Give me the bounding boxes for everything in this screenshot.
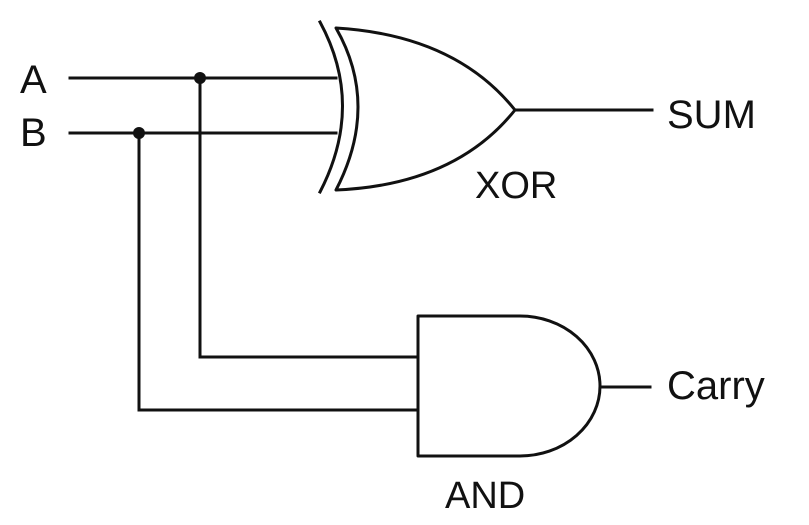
- input-a-label: A: [20, 58, 47, 102]
- and-gate-label: AND: [445, 475, 525, 517]
- xor-gate: [317, 19, 517, 195]
- xor-gate-label: XOR: [475, 165, 557, 207]
- junction-a: [194, 72, 206, 84]
- input-b-label: B: [20, 111, 47, 155]
- wire-a-to-and: [198, 76, 420, 359]
- sum-output-label: SUM: [667, 93, 756, 137]
- xor-gate-body: [334, 26, 517, 192]
- and-gate: [416, 314, 602, 458]
- carry-output-label: Carry: [667, 364, 765, 408]
- wire-b-to-and: [137, 131, 420, 412]
- junction-b: [133, 127, 145, 139]
- xor-gate-extra-arc: [317, 19, 344, 195]
